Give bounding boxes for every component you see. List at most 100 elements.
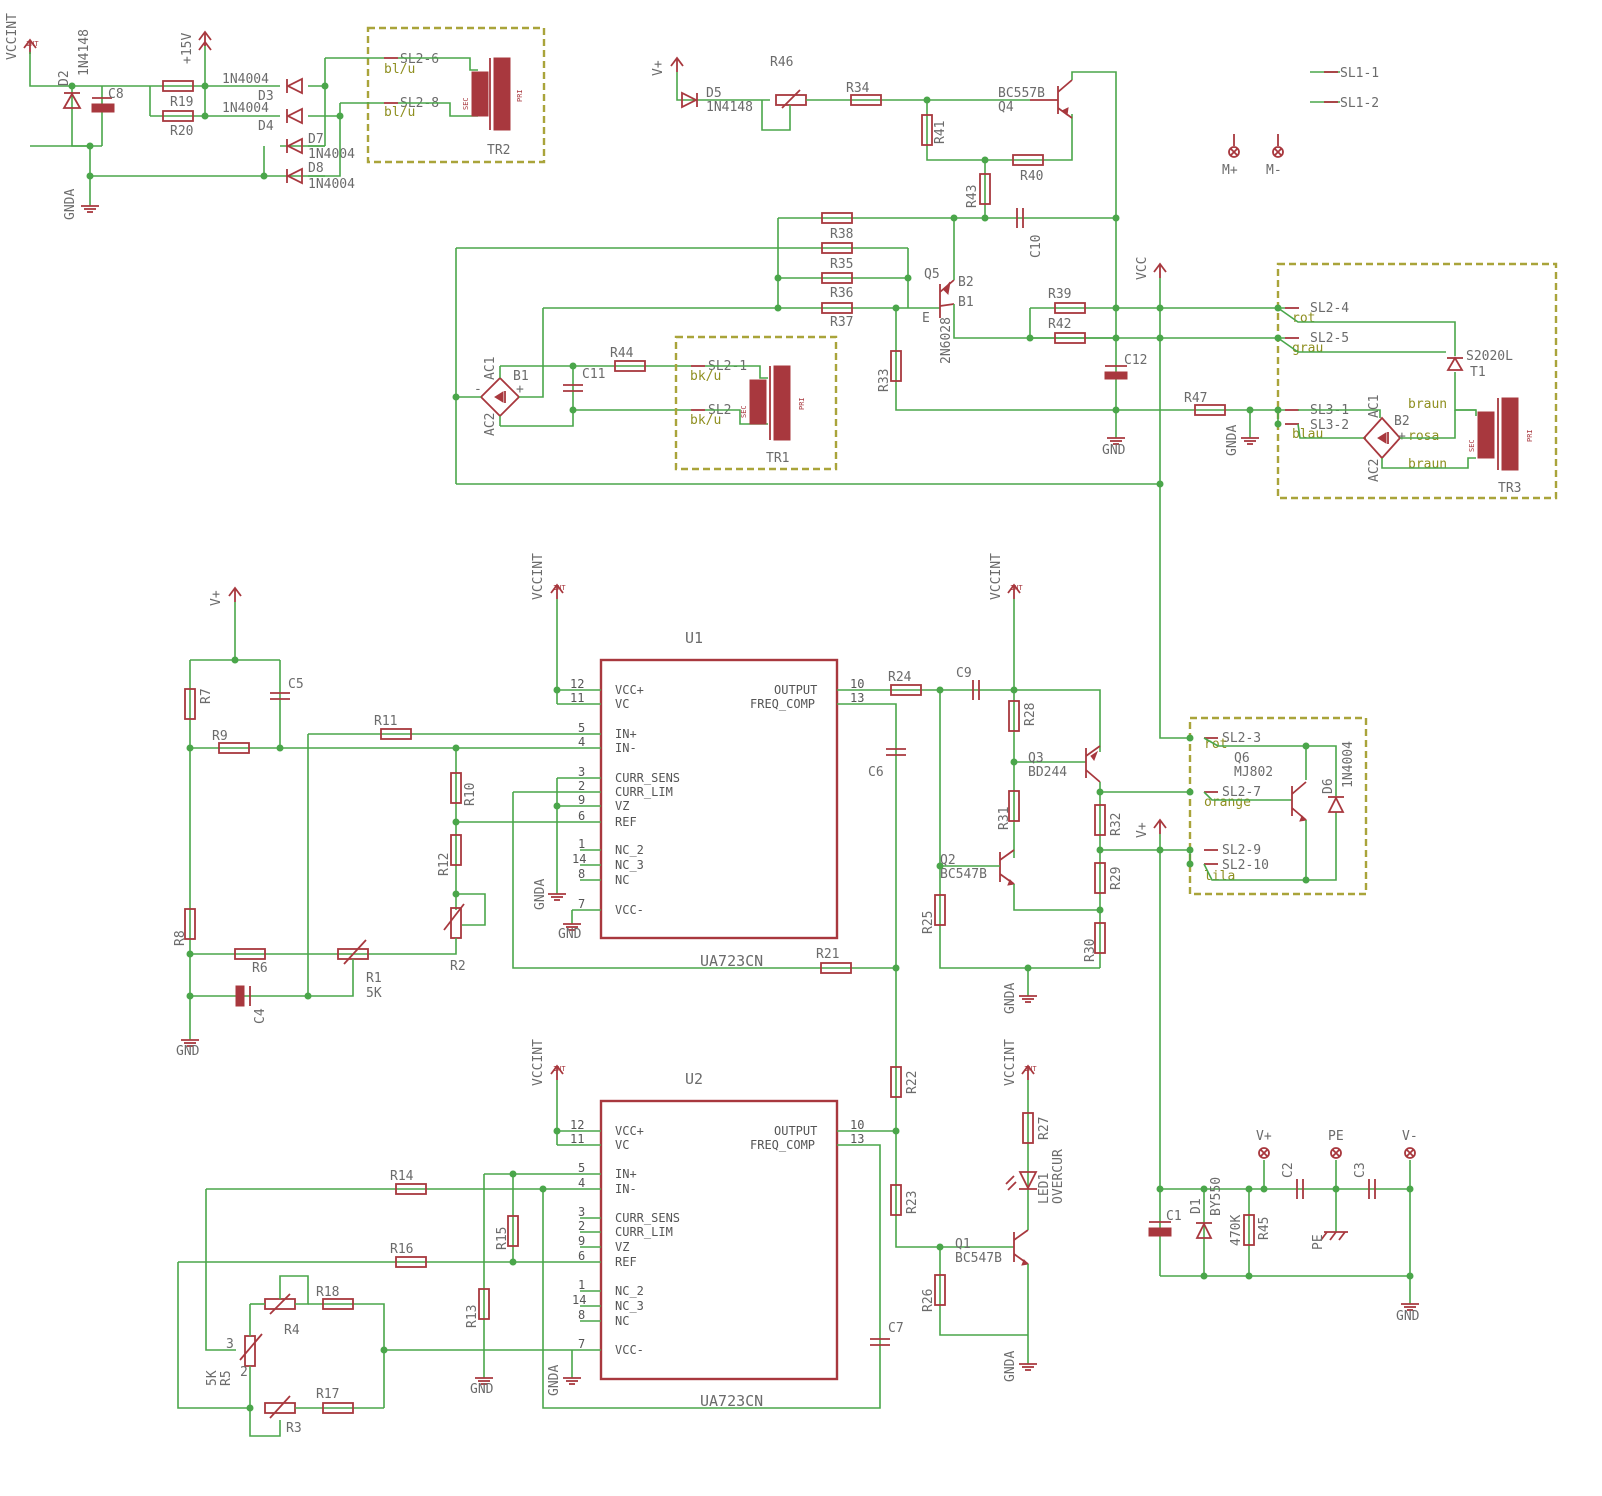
gnda-symbol-3 xyxy=(547,893,567,901)
d7-value: 1N4004 xyxy=(308,147,355,162)
r33-label: R33 xyxy=(877,369,892,392)
trigger-circuit: V+ D5 1N4148 R46 R34 R41 R40 BC557B Q4 R… xyxy=(452,55,1285,739)
u2-pin-7: 7 xyxy=(578,1337,585,1351)
u2-pin-14: 14 xyxy=(572,1293,586,1307)
vplus-label-3: V+ xyxy=(1135,822,1150,838)
q3-label: Q3 xyxy=(1028,751,1044,766)
c9-label: C9 xyxy=(956,666,972,681)
gnda-label-5: GNDA xyxy=(547,1365,562,1396)
u1-nc: NC xyxy=(615,873,629,887)
u1-input-network: V+ R7 C5 R9 R11 R10 R12 R2 R8 R6 R1 5K C… xyxy=(173,587,486,1059)
q2-value: BC547B xyxy=(940,867,987,882)
r32-label: R32 xyxy=(1109,813,1124,836)
u1-pin-9: 9 xyxy=(578,793,585,807)
c11-label: C11 xyxy=(582,367,605,382)
gnda-label-4: GNDA xyxy=(1003,983,1018,1014)
r31-label: R31 xyxy=(997,807,1012,830)
r18-label: R18 xyxy=(316,1285,339,1300)
d3-value: 1N4004 xyxy=(222,72,269,87)
aux-supply: VCCINT INT D2 1N4148 C8 R19 R20 +15V 1N4… xyxy=(5,13,355,220)
gnda-symbol-4 xyxy=(1018,995,1038,1003)
gnd-label-5: GND xyxy=(1396,1309,1420,1324)
r4-label: R4 xyxy=(284,1323,300,1338)
vplus-term-label: V+ xyxy=(1256,1129,1272,1144)
r36-label: R36 xyxy=(830,286,853,301)
u1-pin-3: 3 xyxy=(578,765,585,779)
u1-inm: IN- xyxy=(615,741,637,755)
d4-value: 1N4004 xyxy=(222,101,269,116)
ic-u2: U2 UA723CN 12 11 5 4 3 2 9 6 1 14 8 7 VC… xyxy=(206,1039,904,1410)
wire-bku-2: bk/u xyxy=(690,413,721,428)
c10-label: C10 xyxy=(1029,235,1044,258)
u1-pin-12: 12 xyxy=(570,677,584,691)
svg-text:+: + xyxy=(1398,429,1406,444)
vplus-supply-2 xyxy=(228,587,242,603)
q1-label: Q1 xyxy=(955,1237,971,1252)
r28-label: R28 xyxy=(1023,703,1038,726)
vminus-terminal[interactable] xyxy=(1404,1147,1416,1159)
r2-label: R2 xyxy=(450,959,466,974)
u1-pin-5: 5 xyxy=(578,721,585,735)
u1-part: UA723CN xyxy=(700,952,763,970)
d6-value: 1N4004 xyxy=(1341,741,1356,788)
r7-label: R7 xyxy=(199,688,214,704)
q6-label: Q6 xyxy=(1234,751,1250,766)
r19-label: R19 xyxy=(170,95,193,110)
sl2-10-label: SL2-10 xyxy=(1222,858,1269,873)
u1-pin-14: 14 xyxy=(572,852,586,866)
int-label-5: INT xyxy=(1024,1065,1037,1073)
d8-value: 1N4004 xyxy=(308,177,355,192)
u2-name: U2 xyxy=(685,1070,703,1088)
svg-text:+: + xyxy=(516,382,524,397)
led1-value: OVERCUR xyxy=(1051,1149,1066,1204)
u2-pin-4: 4 xyxy=(578,1176,585,1190)
u2-vccp: VCC+ xyxy=(615,1124,644,1138)
r35-label: R35 xyxy=(830,257,853,272)
r25-label: R25 xyxy=(921,911,936,934)
r44-label: R44 xyxy=(610,346,634,361)
r41-label: R41 xyxy=(933,121,948,144)
tr2-pri: PRI xyxy=(516,89,524,102)
r16-label: R16 xyxy=(390,1242,413,1257)
r10-label: R10 xyxy=(463,783,478,806)
r27-label: R27 xyxy=(1037,1117,1052,1140)
int-label-1: INT xyxy=(26,40,39,48)
transformer-tr3-frame: SL2-4 SL2-5 rot grau S2020L T1 SL3-1 SL3… xyxy=(1274,262,1558,500)
led1-label: LED1 xyxy=(1037,1173,1052,1204)
d1-label: D1 xyxy=(1189,1198,1204,1214)
transistor-q5 xyxy=(939,279,955,318)
r43-label: R43 xyxy=(965,185,980,208)
d5-label: D5 xyxy=(706,86,722,101)
b1-ac1: AC1 xyxy=(483,357,498,380)
mminus-terminal[interactable] xyxy=(1272,146,1284,158)
r21-label: R21 xyxy=(816,947,839,962)
q5-label: Q5 xyxy=(924,267,940,282)
q1-value: BC547B xyxy=(955,1251,1002,1266)
u1-vz: VZ xyxy=(615,799,629,813)
u1-pin-10: 10 xyxy=(850,677,864,691)
c2-label: C2 xyxy=(1281,1162,1296,1178)
tr2-label: TR2 xyxy=(487,143,510,158)
u2-pin-6: 6 xyxy=(578,1249,585,1263)
d6-label: D6 xyxy=(1321,778,1336,794)
vccint-label-3: VCCINT xyxy=(989,553,1004,600)
vplus-terminal[interactable] xyxy=(1258,1147,1270,1159)
r37-label: R37 xyxy=(830,315,853,330)
triac-t1 xyxy=(1446,356,1464,371)
r42-label: R42 xyxy=(1048,317,1071,332)
transistor-q1 xyxy=(1013,1229,1030,1266)
r9-label: R9 xyxy=(212,729,228,744)
tr1-pri: PRI xyxy=(798,397,806,410)
int-label-3: INT xyxy=(1010,584,1023,592)
r22-label: R22 xyxy=(905,1071,920,1094)
sl2-7-label: SL2-7 xyxy=(1222,785,1261,800)
mminus-label: M- xyxy=(1266,163,1282,178)
tr3-pri: PRI xyxy=(1526,429,1534,442)
pe-terminal[interactable] xyxy=(1330,1147,1342,1159)
mplus-terminal[interactable] xyxy=(1228,146,1240,158)
r39-label: R39 xyxy=(1048,287,1071,302)
c3-label: C3 xyxy=(1353,1162,1368,1178)
r3-label: R3 xyxy=(286,1421,302,1436)
r13-label: R13 xyxy=(465,1305,480,1328)
